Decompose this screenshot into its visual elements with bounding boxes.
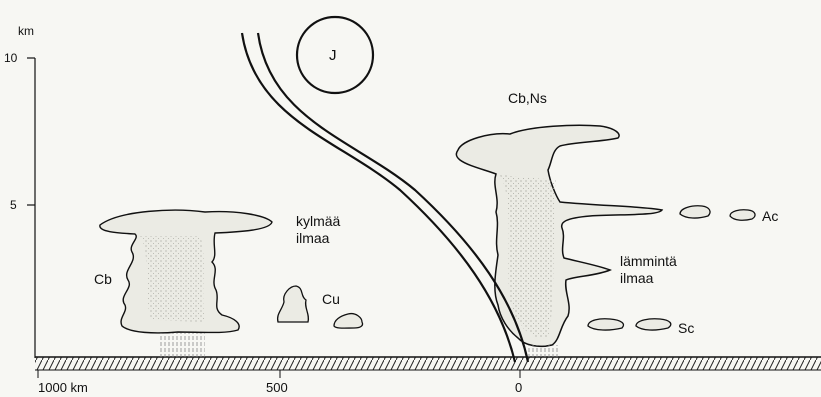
cb-ns-label: Cb,Ns (508, 90, 547, 106)
warm-air-label-line1: lämmintä (620, 253, 677, 269)
sc-clouds (588, 319, 671, 330)
ground: 1000 km 500 0 (35, 357, 821, 395)
height-axis: km 10 5 (4, 24, 35, 358)
cu-cloud-1 (278, 286, 309, 322)
cu-label: Cu (322, 291, 340, 307)
ac-cloud-2 (730, 210, 755, 220)
cold-air-label-line1: kylmää (296, 213, 341, 229)
jet-stream-label: J (329, 47, 337, 64)
height-tick-label-5: 5 (10, 198, 17, 212)
cb-left-stipple (140, 236, 205, 322)
cb-ns-rain (528, 345, 558, 357)
cb-left-label: Cb (94, 271, 112, 287)
ac-cloud-1 (680, 206, 710, 218)
cb-ns-outline (456, 125, 662, 346)
cu-cloud-2 (334, 314, 363, 329)
ground-hatching (35, 357, 821, 370)
cb-left-rain (160, 333, 205, 357)
sc-cloud-2 (636, 319, 671, 330)
cu-clouds (278, 286, 363, 328)
cb-ns-cloud (456, 125, 662, 357)
cold-air-label-line2: ilmaa (296, 230, 330, 246)
sc-label: Sc (678, 320, 694, 336)
height-tick-label-10: 10 (4, 51, 18, 65)
distance-label-1000: 1000 km (38, 380, 88, 395)
jet-stream: J (297, 17, 373, 93)
cb-cloud-left (100, 210, 272, 357)
distance-label-500: 500 (266, 380, 288, 395)
ac-label: Ac (762, 208, 778, 224)
ac-clouds (680, 206, 755, 220)
sc-cloud-1 (588, 319, 624, 330)
height-unit-label: km (18, 24, 34, 38)
warm-air-label-line2: ilmaa (620, 270, 654, 286)
distance-label-0: 0 (515, 380, 522, 395)
